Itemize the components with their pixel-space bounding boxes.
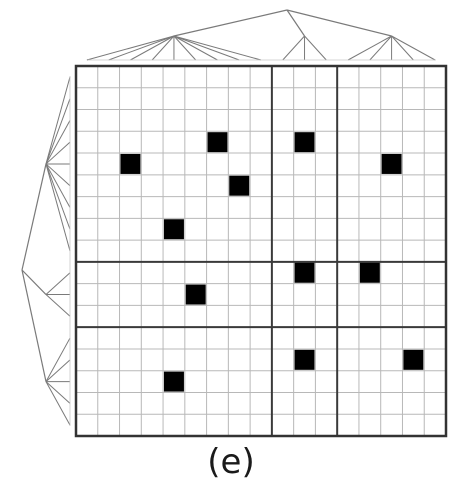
data-point [294, 132, 315, 153]
row-tree [21, 76, 71, 426]
column-tree-leaf [304, 35, 327, 61]
column-tree-leaf [173, 35, 197, 61]
column-tree-leaf [282, 35, 305, 61]
row-tree-leaf [45, 76, 71, 165]
partition-lines [76, 66, 446, 436]
column-tree-leaf [86, 35, 175, 61]
row-tree-leaf [45, 141, 71, 165]
row-tree-leaf [45, 294, 71, 317]
row-tree-leaf [45, 272, 71, 295]
data-point [185, 284, 206, 305]
row-tree-leaf [45, 359, 71, 382]
data-point [163, 371, 184, 392]
row-tree-leaf [45, 381, 71, 426]
column-tree-leaf [391, 35, 414, 61]
data-point [403, 349, 424, 370]
column-tree-leaf [347, 35, 392, 61]
data-point [294, 262, 315, 283]
data-point [163, 219, 184, 240]
data-point [294, 349, 315, 370]
grid-border [74, 64, 448, 438]
data-point [381, 153, 402, 174]
data-point [207, 132, 228, 153]
column-tree-branch [286, 9, 306, 37]
row-tree-leaf [45, 381, 71, 404]
row-tree-branch [21, 269, 47, 382]
row-tree-leaf [45, 98, 71, 165]
row-tree-leaf [45, 120, 71, 165]
column-tree-leaf [130, 35, 175, 61]
data-point [120, 153, 141, 174]
grid-cells [76, 66, 446, 436]
row-tree-branch [21, 269, 47, 295]
data-point [359, 262, 380, 283]
data-point [229, 175, 250, 196]
column-tree-leaf [369, 35, 392, 61]
row-tree-leaf [45, 163, 71, 230]
column-tree-leaf [173, 35, 262, 61]
column-tree-branch [173, 9, 288, 37]
column-tree-leaf [151, 35, 175, 61]
data-points [120, 132, 424, 392]
row-tree-leaf [45, 163, 71, 187]
row-tree-leaf [45, 163, 71, 208]
column-tree-leaf [173, 35, 218, 61]
column-tree-leaf [108, 35, 175, 61]
row-tree-branch [21, 163, 47, 271]
row-tree-leaf [45, 163, 71, 252]
row-tree-leaf [45, 337, 71, 382]
column-tree-leaf [173, 35, 240, 61]
column-tree [86, 9, 436, 61]
column-tree-branch [286, 9, 392, 37]
figure-caption: (e) [207, 442, 255, 482]
column-tree-leaf [391, 35, 436, 61]
